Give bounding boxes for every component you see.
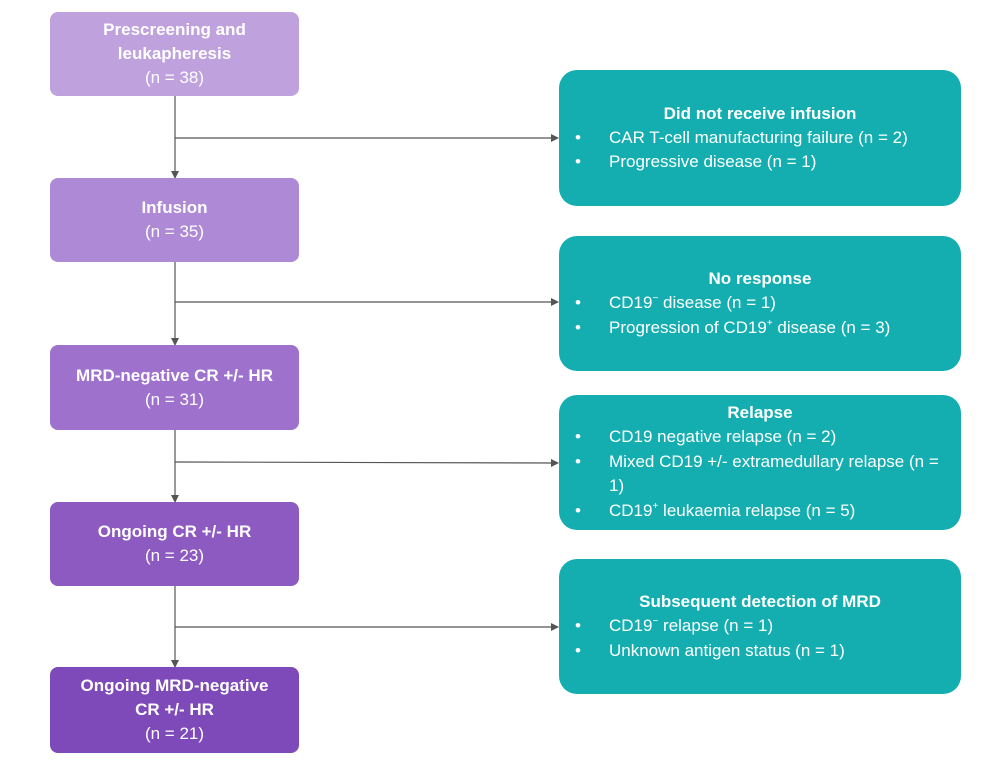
bullet-icon: •	[575, 317, 581, 337]
bullet-icon: •	[575, 500, 581, 520]
step-prescreening: Prescreening and leukapheresis (n = 38)	[50, 12, 299, 96]
exit-title: Relapse	[727, 403, 793, 422]
bullet-icon: •	[575, 152, 581, 171]
list-item: •CAR T-cell manufacturing failure (n = 2…	[559, 126, 961, 151]
exit-title: Subsequent detection of MRD	[639, 592, 881, 611]
step-title: Ongoing CR +/- HR	[97, 522, 252, 541]
list-item: •Progressive disease (n = 1)	[559, 150, 961, 175]
step-count: (n = 23)	[144, 546, 205, 565]
step-ongoing-cr: Ongoing CR +/- HR (n = 23)	[50, 502, 299, 586]
bullet-icon: •	[575, 127, 581, 147]
step-mrd-negative-cr: MRD-negative CR +/- HR (n = 31)	[50, 345, 299, 430]
list-item: •Unknown antigen status (n = 1)	[559, 639, 961, 664]
list-item: •CD19− relapse (n = 1)	[559, 614, 961, 639]
exit-did-not-receive-infusion: Did not receive infusion •CAR T-cell man…	[559, 70, 961, 206]
step-count: (n = 31)	[144, 389, 205, 409]
step-count: (n = 35)	[144, 222, 205, 241]
bullet-icon: •	[575, 616, 581, 635]
exit-list: •CAR T-cell manufacturing failure (n = 2…	[559, 126, 961, 175]
bullet-icon: •	[575, 427, 581, 446]
exit-list: •CD19 negative relapse (n = 2) •Mixed CD…	[559, 425, 961, 523]
step-infusion: Infusion (n = 35)	[50, 178, 299, 262]
step-title: Prescreening and leukapheresis	[103, 20, 246, 63]
exit-list: • CD19− disease (n = 1) •Progression of …	[559, 291, 961, 340]
step-title: MRD-negative CR +/- HR	[76, 365, 273, 385]
list-item: • CD19− disease (n = 1)	[559, 291, 961, 316]
exit-list: •CD19− relapse (n = 1) •Unknown antigen …	[559, 614, 961, 663]
exit-title: No response	[708, 269, 812, 288]
exit-title: Did not receive infusion	[663, 103, 857, 123]
arrow-exit-3	[174, 458, 559, 467]
step-count: (n = 38)	[144, 68, 205, 87]
list-item: •Mixed CD19 +/- extramedullary relapse (…	[575, 451, 939, 496]
step-title: Infusion	[141, 198, 208, 217]
exit-no-response: No response • CD19− disease (n = 1) •Pro…	[559, 236, 961, 371]
bullet-icon: •	[575, 640, 581, 660]
list-item: •CD19 negative relapse (n = 2)	[559, 425, 961, 450]
exit-relapse: Relapse •CD19 negative relapse (n = 2) •…	[559, 395, 961, 530]
bullet-icon: •	[575, 293, 581, 312]
step-ongoing-mrd-negative-cr: Ongoing MRD-negative CR +/- HR (n = 21)	[50, 667, 299, 753]
list-item: •CD19+ leukaemia relapse (n = 5)	[559, 499, 961, 524]
list-item: •Progression of CD19+ disease (n = 3)	[559, 316, 961, 341]
step-title: Ongoing MRD-negative CR +/- HR	[80, 676, 269, 719]
exit-subsequent-detection-of-mrd: Subsequent detection of MRD •CD19− relap…	[559, 559, 961, 694]
step-count: (n = 21)	[144, 724, 205, 743]
bullet-icon: •	[575, 451, 581, 471]
